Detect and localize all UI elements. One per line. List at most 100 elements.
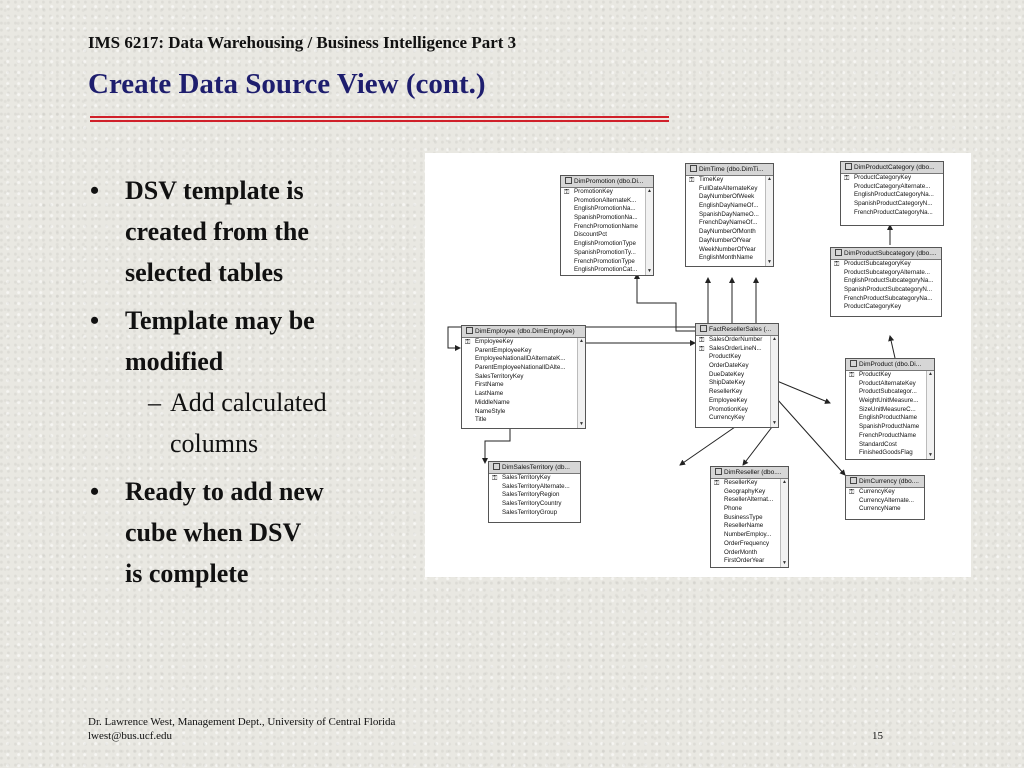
table-title: DimReseller (dbo.... — [724, 469, 782, 476]
table-column: DayNumberOfWeek — [699, 193, 755, 201]
table-column: ProductSubcategoryAlternate... — [844, 268, 930, 276]
table-column: WeekNumberOfYear — [699, 245, 756, 253]
table-column: ProductCategoryKey — [841, 174, 943, 183]
column-list: EmployeeKey ParentEmployeeKey EmployeeNa… — [462, 338, 585, 428]
bullet-2-line: Template may be — [125, 306, 315, 335]
table-column: SpanishProductSubcategoryN... — [844, 286, 933, 294]
table-column: ResellerKey — [711, 479, 788, 488]
table-column: SalesOrderNumber — [696, 336, 778, 345]
table-column: SpanishProductCategoryN... — [854, 200, 933, 208]
table-column: DayNumberOfYear — [699, 236, 752, 244]
table-column: Title — [475, 416, 487, 424]
scroll-up-icon[interactable]: ▲ — [579, 338, 584, 344]
table-dim-currency[interactable]: DimCurrency (dbo.... CurrencyKey Currenc… — [845, 475, 925, 520]
table-dim-product-category[interactable]: DimProductCategory (dbo... ProductCatego… — [840, 161, 944, 226]
table-column: FrenchProductName — [859, 431, 917, 439]
column-list: ProductSubcategoryKey ProductSubcategory… — [831, 260, 941, 316]
table-title: DimSalesTerritory (db... — [502, 464, 570, 471]
table-column: ShipDateKey — [709, 379, 746, 387]
table-column: BusinessType — [724, 513, 763, 521]
bullet-3-line: Ready to add new — [125, 477, 324, 506]
scroll-down-icon[interactable]: ▼ — [767, 259, 772, 265]
scrollbar[interactable]: ▲▼ — [926, 371, 934, 459]
bullet-dot: • — [90, 477, 100, 506]
table-column: EnglishDayNameOf... — [699, 202, 759, 210]
table-column: SalesTerritoryKey — [489, 474, 580, 483]
scrollbar[interactable]: ▲▼ — [645, 188, 653, 275]
table-title: DimCurrency (dbo.... — [859, 478, 919, 485]
table-column: ProductKey — [709, 353, 741, 361]
table-column: FirstName — [475, 381, 504, 389]
table-title: DimProductSubcategory (dbo.... — [844, 250, 937, 257]
table-column: CurrencyKey — [846, 488, 924, 497]
table-dim-sales-territory[interactable]: DimSalesTerritory (db... SalesTerritoryK… — [488, 461, 581, 523]
table-dim-promotion[interactable]: DimPromotion (dbo.Di... PromotionKey Pro… — [560, 175, 654, 276]
table-column: ProductCategoryAlternate... — [854, 182, 931, 190]
table-header: DimTime (dbo.DimTi... — [686, 164, 773, 176]
column-list: CurrencyKey CurrencyAlternate... Currenc… — [846, 488, 924, 519]
table-column: CurrencyKey — [709, 414, 745, 422]
table-dim-time[interactable]: DimTime (dbo.DimTi... TimeKey FullDateAl… — [685, 163, 774, 267]
table-column: FrenchDayNameOf... — [699, 219, 758, 227]
table-icon — [493, 463, 500, 470]
table-fact-reseller-sales[interactable]: FactResellerSales (... SalesOrderNumber … — [695, 323, 779, 428]
table-column: EnglishProductCategoryNa... — [854, 191, 934, 199]
table-header: FactResellerSales (... — [696, 324, 778, 336]
table-column: TimeKey — [686, 176, 773, 185]
table-title: DimProduct (dbo.Di... — [859, 361, 922, 368]
scroll-up-icon[interactable]: ▲ — [782, 479, 787, 485]
table-title: DimEmployee (dbo.DimEmployee) — [475, 328, 575, 335]
table-column: SalesTerritoryRegion — [502, 491, 560, 499]
table-column: ProductSubcategoryKey — [831, 260, 941, 269]
table-header: DimPromotion (dbo.Di... — [561, 176, 653, 188]
table-column: SpanishProductName — [859, 423, 920, 431]
table-column: OrderFrequency — [724, 539, 770, 547]
scroll-up-icon[interactable]: ▲ — [647, 188, 652, 194]
table-dim-product-subcategory[interactable]: DimProductSubcategory (dbo.... ProductSu… — [830, 247, 942, 317]
scrollbar[interactable]: ▲▼ — [765, 176, 773, 266]
table-column: DiscountPct — [574, 231, 608, 239]
table-column: EmployeeKey — [462, 338, 585, 347]
table-column: StandardCost — [859, 440, 897, 448]
table-header: DimSalesTerritory (db... — [489, 462, 580, 474]
table-dim-reseller[interactable]: DimReseller (dbo.... ResellerKey Geograp… — [710, 466, 789, 568]
scrollbar[interactable]: ▲▼ — [770, 336, 778, 427]
bullet-1-line: DSV template is — [125, 176, 304, 205]
table-column: EnglishProductName — [859, 414, 918, 422]
scroll-down-icon[interactable]: ▼ — [647, 268, 652, 274]
bullet-dot: • — [90, 176, 100, 205]
table-title: FactResellerSales (... — [709, 326, 772, 333]
table-title: DimPromotion (dbo.Di... — [574, 178, 644, 185]
scrollbar[interactable]: ▲▼ — [577, 338, 585, 428]
scroll-down-icon[interactable]: ▼ — [928, 452, 933, 458]
scroll-up-icon[interactable]: ▲ — [767, 176, 772, 182]
table-column: EnglishPromotionCat... — [574, 266, 638, 274]
table-column: PromotionKey — [561, 188, 653, 197]
bullet-3-line: is complete — [125, 559, 249, 588]
table-header: DimEmployee (dbo.DimEmployee) — [462, 326, 585, 338]
scroll-up-icon[interactable]: ▲ — [772, 336, 777, 342]
column-list: ResellerKey GeographyKey ResellerAlterna… — [711, 479, 788, 567]
table-column: LastName — [475, 390, 504, 398]
table-column: SpanishDayNameO... — [699, 210, 759, 218]
bullet-list: • DSV template is created from the selec… — [88, 170, 418, 594]
table-icon — [565, 177, 572, 184]
table-dim-employee[interactable]: DimEmployee (dbo.DimEmployee) EmployeeKe… — [461, 325, 586, 429]
column-list: SalesTerritoryKey SalesTerritoryAlternat… — [489, 474, 580, 522]
table-column: PromotionKey — [709, 405, 748, 413]
scroll-down-icon[interactable]: ▼ — [579, 421, 584, 427]
sub-bullet: – Add calculated columns — [88, 382, 418, 464]
table-column: SalesTerritoryGroup — [502, 508, 558, 516]
page-number: 15 — [872, 730, 883, 742]
table-dim-product[interactable]: DimProduct (dbo.Di... ProductKey Product… — [845, 358, 935, 460]
table-icon — [845, 163, 852, 170]
scroll-down-icon[interactable]: ▼ — [772, 420, 777, 426]
scroll-up-icon[interactable]: ▲ — [928, 371, 933, 377]
table-column: SalesOrderLineN... — [696, 345, 778, 354]
scrollbar[interactable]: ▲▼ — [780, 479, 788, 567]
table-column: SpanishPromotionTy... — [574, 248, 636, 256]
table-column: Phone — [724, 505, 742, 513]
sub-bullet-dash: – — [148, 388, 161, 417]
bullet-1-line: created from the — [125, 217, 309, 246]
scroll-down-icon[interactable]: ▼ — [782, 560, 787, 566]
